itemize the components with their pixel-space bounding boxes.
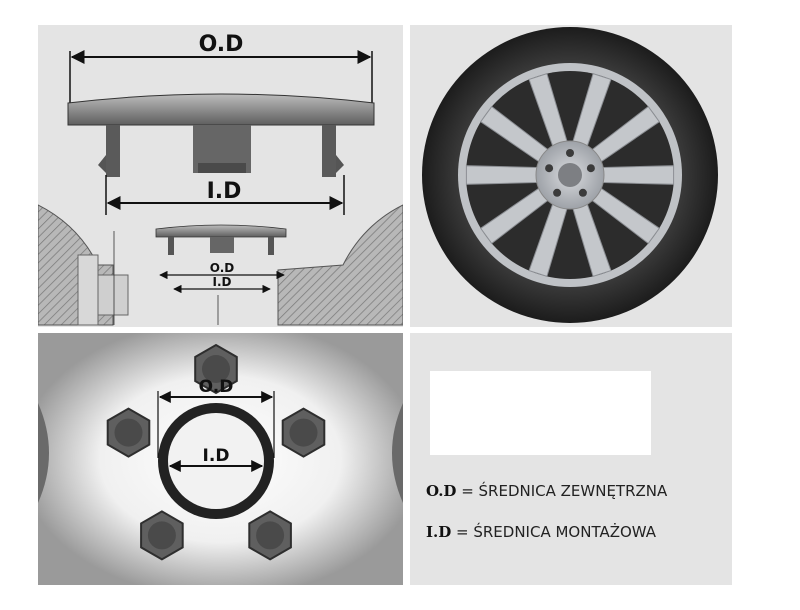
cap-side-view-diagram: O.D I.D O.D I.D xyxy=(38,32,403,326)
lug-nut-center xyxy=(202,355,230,383)
legend-id: I.D = ŚREDNICA MONTAŻOWA xyxy=(426,523,656,541)
spoke xyxy=(598,165,675,185)
legend-id-text: ŚREDNICA MONTAŻOWA xyxy=(473,523,657,541)
center-cap-small xyxy=(155,224,287,238)
cap-top-view-panel: O.D I.D xyxy=(38,333,403,585)
legend-od-sep: = xyxy=(456,482,479,500)
legend-blank-box xyxy=(430,371,651,455)
lug-hole xyxy=(545,164,554,173)
spoke xyxy=(465,165,542,185)
od-label-bottom: O.D xyxy=(199,377,234,397)
lug-nut-center xyxy=(289,418,318,447)
wheel-photo-panel xyxy=(410,25,732,327)
alloy-wheel-illustration xyxy=(422,27,718,323)
legend-od-text: ŚREDNICA ZEWNĘTRZNA xyxy=(478,482,668,500)
wheel-spokes xyxy=(465,72,675,278)
hub-top-view-diagram: O.D I.D xyxy=(38,333,403,585)
legend-id-sep: = xyxy=(451,523,474,541)
wheel-lug-holes xyxy=(545,149,595,197)
id-label-top: I.D xyxy=(207,179,242,204)
id-label-bottom: I.D xyxy=(203,446,230,466)
center-cap-large xyxy=(67,93,375,126)
lug-hole xyxy=(566,149,574,157)
legend-id-abbr: I.D xyxy=(426,523,452,541)
id-label-small: I.D xyxy=(213,275,232,289)
lug-hole xyxy=(553,188,562,197)
lug-nuts xyxy=(106,343,326,561)
od-label-top: O.D xyxy=(199,32,244,57)
lug-nut-center xyxy=(256,521,285,550)
lug-nut-center xyxy=(114,418,143,447)
lug-hole xyxy=(578,188,587,197)
legend-od: O.D = ŚREDNICA ZEWNĘTRZNA xyxy=(426,482,667,500)
legend-panel: O.D = ŚREDNICA ZEWNĘTRZNA I.D = ŚREDNICA… xyxy=(410,333,732,585)
od-label-small: O.D xyxy=(210,261,234,275)
cap-side-view-panel: O.D I.D O.D I.D xyxy=(38,25,403,327)
legend-od-abbr: O.D xyxy=(426,482,457,500)
lug-nut-center xyxy=(147,521,176,550)
lug-hole xyxy=(586,164,595,173)
